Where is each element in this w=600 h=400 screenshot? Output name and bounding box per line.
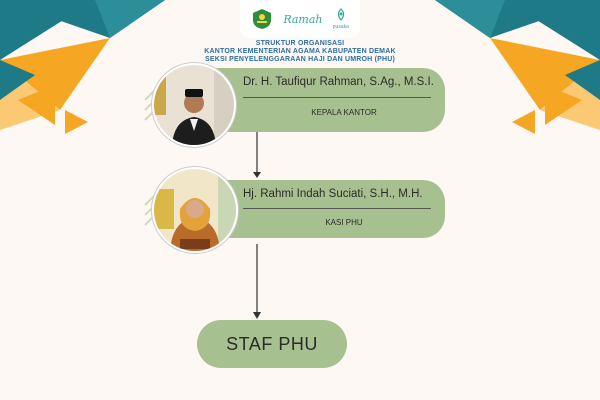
deco-triangle (18, 85, 55, 125)
node-name: Dr. H. Taufiqur Rahman, S.Ag., M.S.I. (243, 76, 434, 88)
connector-arrow (253, 172, 261, 178)
deco-triangle (545, 85, 582, 125)
node-name: Hj. Rahmi Indah Suciati, S.H., M.H. (243, 188, 423, 200)
node-divider (243, 208, 431, 209)
deco-triangle (490, 38, 600, 110)
page-title-block: STRUKTUR ORGANISASI KANTOR KEMENTERIAN A… (0, 40, 600, 64)
deco-triangle (435, 0, 505, 38)
org-node-kepala-kantor: Dr. H. Taufiqur Rahman, S.Ag., M.S.I. KE… (200, 68, 445, 132)
deco-triangle (0, 38, 110, 110)
logo-strip: Ramah pusaka (240, 0, 360, 38)
title-line: KANTOR KEMENTERIAN AGAMA KABUPATEN DEMAK (204, 48, 396, 55)
node-role: KASI PHU (325, 218, 363, 227)
org-node-staf-phu: STAF PHU (197, 320, 347, 368)
deco-triangle (95, 0, 165, 38)
deco-triangle (0, 60, 35, 100)
deco-triangle (512, 110, 535, 134)
node-divider (243, 97, 431, 98)
avatar (152, 63, 236, 147)
title-line: SEKSI PENYELENGGARAAN HAJI DAN UMROH (PH… (204, 56, 396, 63)
ramah-logo: Ramah (283, 13, 322, 26)
pusaka-logo: pusaka (333, 8, 349, 30)
ramah-logo-text: Ramah (283, 12, 323, 26)
staff-label: STAF PHU (226, 333, 318, 354)
connector-arrow (253, 312, 261, 319)
deco-triangle (65, 110, 88, 134)
pusaka-icon (337, 8, 344, 21)
node-role: KEPALA KANTOR (311, 108, 377, 117)
org-node-kasi-phu: Hj. Rahmi Indah Suciati, S.H., M.H. KASI… (200, 180, 445, 238)
avatar (152, 167, 238, 253)
deco-triangle (565, 60, 600, 100)
pusaka-logo-text: pusaka (332, 24, 349, 30)
title-line: STRUKTUR ORGANISASI (255, 40, 345, 47)
ministry-logo (251, 8, 273, 30)
